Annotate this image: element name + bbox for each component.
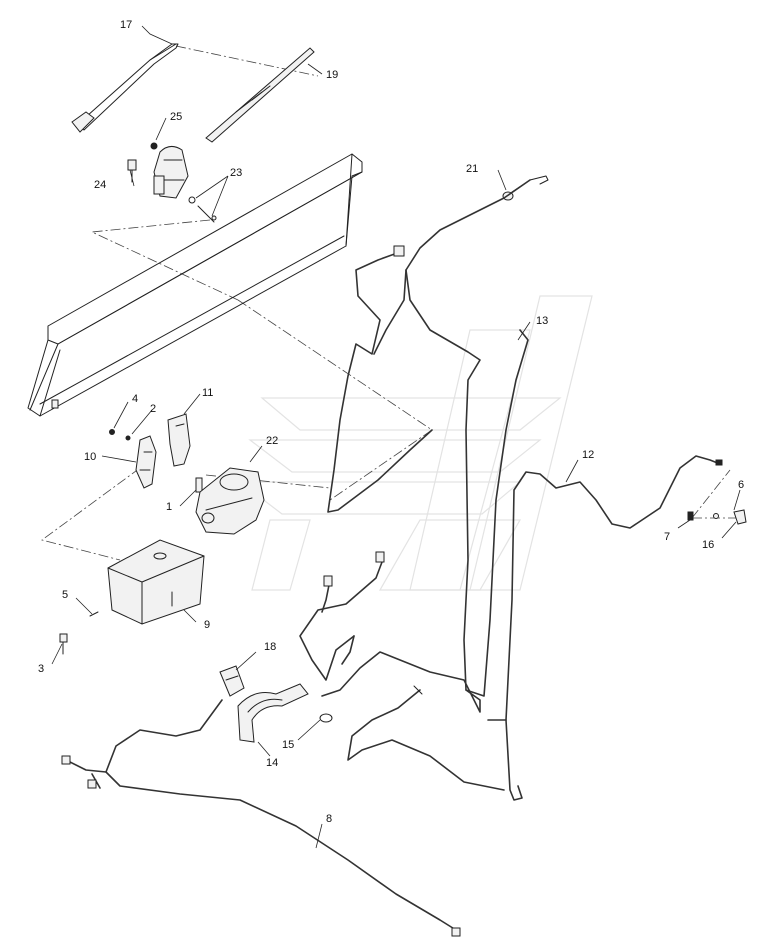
harness-lower (299, 551, 523, 801)
wire-harness-8 (61, 699, 461, 937)
alignment-lines (41, 45, 742, 561)
callout-18: 18 (264, 641, 276, 653)
bracket-11 (167, 413, 191, 467)
callout-6: 6 (738, 479, 744, 491)
callout-3: 3 (38, 663, 44, 675)
callout-14: 14 (266, 757, 278, 769)
nozzle-7 (687, 511, 694, 521)
callout-1: 1 (166, 501, 172, 513)
callout-13: 13 (536, 315, 548, 327)
grommet-21 (502, 175, 549, 201)
callout-25: 25 (170, 111, 182, 123)
callout-24: 24 (94, 179, 106, 191)
callout-12: 12 (582, 449, 594, 461)
wiper-blade (205, 47, 315, 143)
callout-22: 22 (266, 435, 278, 447)
leader-lines (51, 25, 741, 849)
callout-23: 23 (230, 167, 242, 179)
callout-11: 11 (202, 387, 213, 399)
washer-reservoir (195, 467, 265, 535)
cover-9 (107, 539, 205, 625)
nut-25 (150, 142, 158, 150)
callout-2: 2 (150, 403, 156, 415)
screw-23 (188, 196, 217, 223)
connector-18 (219, 665, 245, 697)
hose-elbow-14 (237, 683, 309, 743)
hose-12 (487, 455, 723, 721)
fastener-4 (109, 429, 115, 435)
fastener-2 (125, 435, 131, 441)
callout-15: 15 (282, 739, 294, 751)
screw-5 (89, 611, 99, 617)
washer-6 (713, 513, 719, 519)
callout-9: 9 (204, 619, 210, 631)
bolt-24 (127, 159, 137, 183)
callout-17: 17 (120, 19, 132, 31)
callout-21: 21 (466, 163, 478, 175)
nozzle-16 (733, 509, 747, 525)
callout-7: 7 (664, 531, 670, 543)
harness-13 (327, 179, 531, 697)
callout-labels: 17 19 25 24 23 21 13 11 4 2 22 10 12 6 1… (38, 19, 744, 825)
callout-19: 19 (326, 69, 338, 81)
connector-1 (195, 477, 203, 493)
clamp-15 (319, 713, 333, 723)
rear-panel (27, 153, 363, 417)
callout-4: 4 (132, 393, 138, 405)
bracket-10 (135, 435, 157, 489)
callout-10: 10 (84, 451, 96, 463)
wiper-arm (71, 43, 179, 133)
callout-5: 5 (62, 589, 68, 601)
wiper-motor (153, 146, 189, 199)
bolt-3 (59, 633, 68, 655)
callout-16: 16 (702, 539, 714, 551)
watermark-logo (238, 295, 593, 591)
callout-8: 8 (326, 813, 332, 825)
